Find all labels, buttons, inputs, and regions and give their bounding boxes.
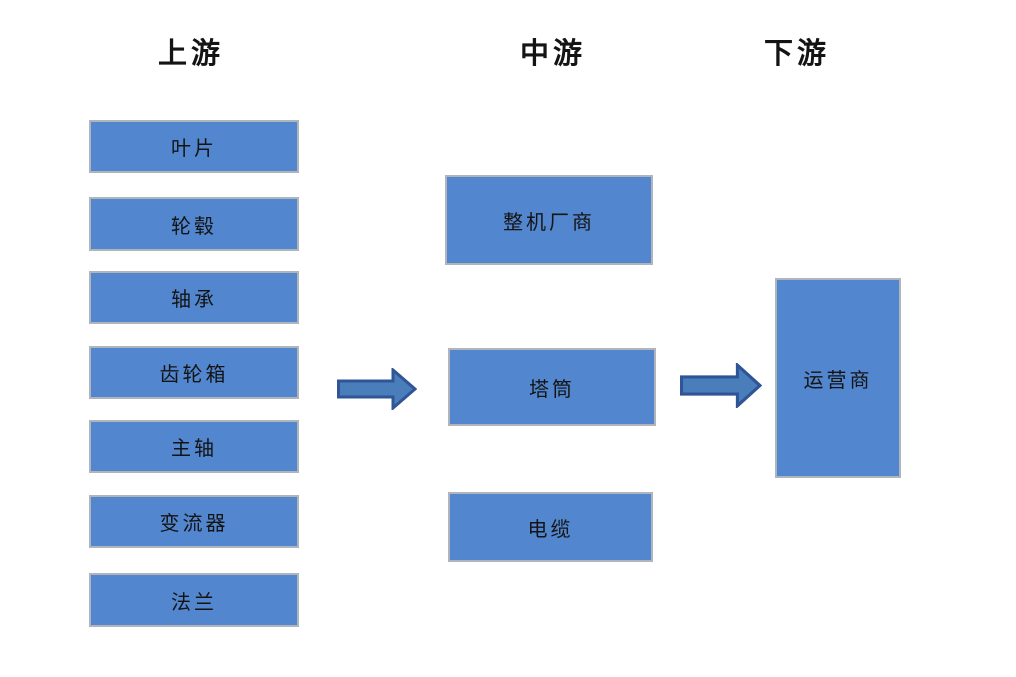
right-block-arrow-icon — [680, 363, 762, 408]
box-converter: 变流器 — [89, 495, 299, 548]
column-header-midstream: 中游 — [519, 38, 586, 70]
flow-arrow-upstream-to-midstream — [337, 368, 417, 410]
box-hub: 轮毂 — [89, 197, 299, 251]
flow-arrow-midstream-to-downstream — [680, 363, 762, 408]
box-operator: 运营商 — [775, 278, 901, 478]
box-turbine-oem: 整机厂商 — [445, 175, 653, 265]
box-gearbox: 齿轮箱 — [89, 346, 299, 399]
box-bearing: 轴承 — [89, 271, 299, 324]
box-flange: 法兰 — [89, 573, 299, 627]
box-main-shaft: 主轴 — [89, 420, 299, 473]
box-blade: 叶片 — [89, 120, 299, 173]
right-block-arrow-icon — [337, 368, 417, 410]
column-header-downstream: 下游 — [763, 38, 830, 70]
box-tower: 塔筒 — [448, 348, 656, 426]
box-cable: 电缆 — [448, 492, 653, 562]
column-header-upstream: 上游 — [157, 38, 224, 70]
